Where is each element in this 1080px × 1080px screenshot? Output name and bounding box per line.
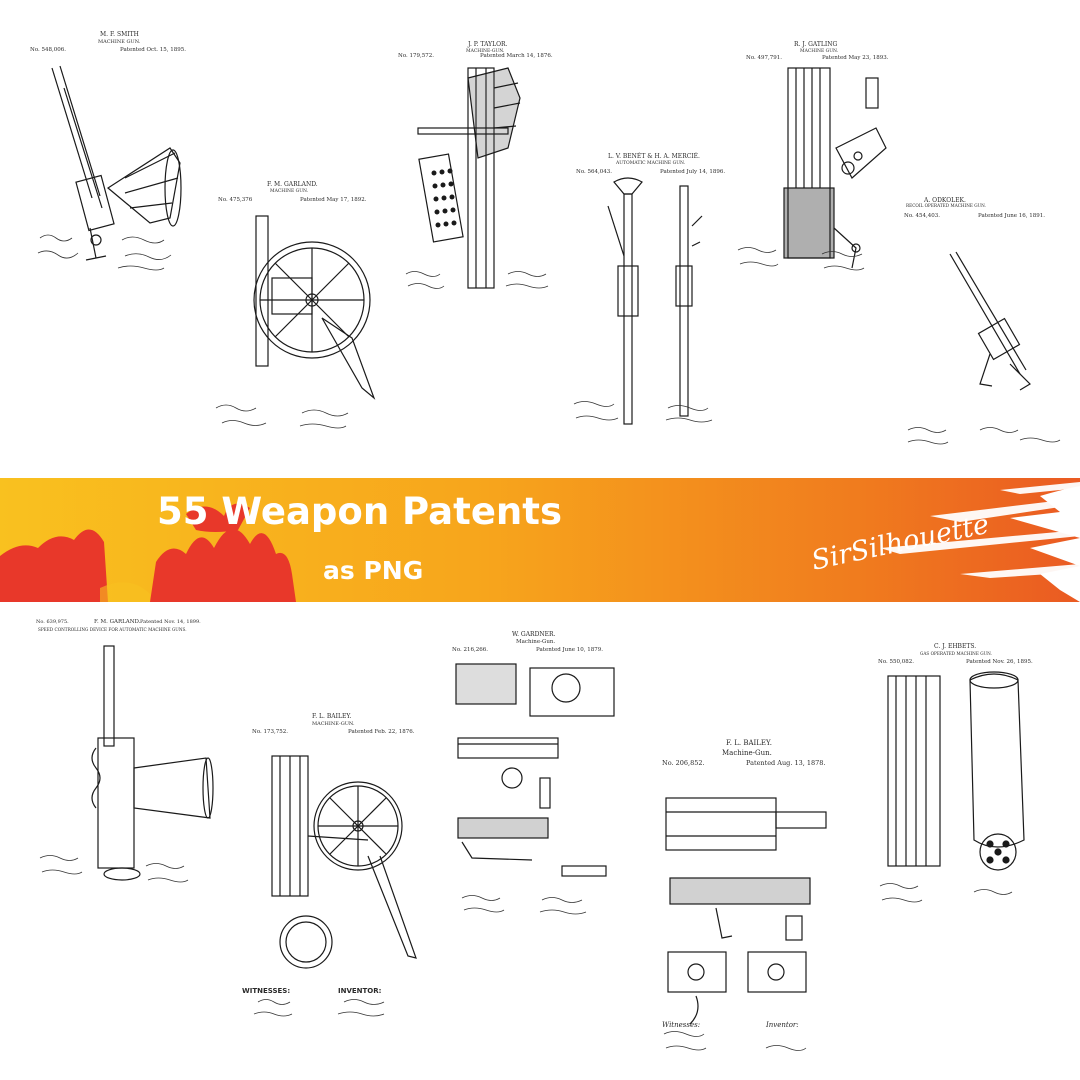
patent-title: Machine-Gun. xyxy=(516,639,556,645)
patent-title: MACHINE GUN. xyxy=(98,39,141,45)
patent-name: F. M. GARLAND. xyxy=(94,619,141,625)
patent-title: GAS OPERATED MACHINE GUN. xyxy=(920,651,992,656)
patent-title: MACHINE GUN. xyxy=(270,189,309,194)
patent-title: MACHINE-GUN. xyxy=(312,721,355,727)
patent-date: Patented Feb. 22, 1876. xyxy=(348,729,415,735)
patent-date: Patented Nov. 14, 1899. xyxy=(140,619,201,625)
witnesses-label: WITNESSES: xyxy=(242,987,291,995)
patent-number: No. 497,791. xyxy=(746,55,783,61)
patent-number: No. 206,852. xyxy=(662,759,705,767)
patent-name: A. ODKOLEK. xyxy=(924,197,966,204)
inventor-label: Inventor: xyxy=(766,1021,799,1029)
patent-name: L. V. BENÉT & H. A. MERCIÉ. xyxy=(608,153,700,160)
patent-sheet-garland-1892: F. M. GARLAND. MACHINE GUN. No. 475,376 … xyxy=(212,178,392,438)
patent-number: No. 564,043. xyxy=(576,169,613,175)
patent-date: Patented March 14, 1876. xyxy=(480,53,553,59)
patent-sheet-garland-1899: F. M. GARLAND. No. 639,975. Patented Nov… xyxy=(36,618,216,908)
patent-title: SPEED CONTROLLING DEVICE FOR AUTOMATIC M… xyxy=(38,627,187,632)
patent-sheet-gardner: W. GARDNER. Machine-Gun. No. 216,266. Pa… xyxy=(442,628,632,928)
gas-gun-drawing xyxy=(879,671,1025,903)
patent-title: RECOIL OPERATED MACHINE GUN. xyxy=(906,203,986,208)
patent-sheet-smith: M. F. SMITH MACHINE GUN. No. 548,006. Pa… xyxy=(30,28,210,288)
patent-number: No. 548,006. xyxy=(30,47,67,53)
patent-name: W. GARDNER. xyxy=(512,631,556,638)
patent-sheet-bailey-1876: F. L. BAILEY. MACHINE-GUN. No. 173,752. … xyxy=(238,706,438,1026)
patent-sheet-ehbets: C. J. EHBETS. GAS OPERATED MACHINE GUN. … xyxy=(874,640,1050,920)
patent-sheet-gatling: R. J. GATLING MACHINE GUN. No. 497,791. … xyxy=(736,38,900,298)
inventor-label: INVENTOR: xyxy=(338,987,382,995)
machine-gun-drawing xyxy=(37,65,182,271)
gun-assembly-drawing xyxy=(663,797,827,1051)
mechanism-drawing xyxy=(455,663,615,915)
recoil-gun-drawing xyxy=(907,251,1061,445)
patent-date: Patented June 10, 1879. xyxy=(536,647,604,653)
patent-date: Patented May 17, 1892. xyxy=(300,197,367,203)
patent-date: Patented Oct. 15, 1895. xyxy=(120,47,187,53)
barrel-cluster-drawing xyxy=(253,755,417,1017)
patent-date: Patented May 23, 1893. xyxy=(822,55,889,61)
patent-number: No. 550,082. xyxy=(878,659,915,665)
speed-device-drawing xyxy=(39,645,214,883)
patent-number: No. 216,266. xyxy=(452,647,489,653)
patent-number: No. 454,403. xyxy=(904,213,941,219)
patent-name: R. J. GATLING xyxy=(794,41,838,48)
patent-sheet-odkolek: A. ODKOLEK. RECOIL OPERATED MACHINE GUN.… xyxy=(900,194,1070,454)
patent-number: No. 173,752. xyxy=(252,729,289,735)
banner-title: 55 Weapon Patents xyxy=(157,490,562,533)
patent-date: Patented June 16, 1891. xyxy=(978,213,1046,219)
patent-name: F. M. GARLAND. xyxy=(267,181,318,188)
patent-number: No. 475,376 xyxy=(218,197,253,203)
patent-title: MACHINE-GUN. xyxy=(466,49,505,54)
patent-date: Patented Aug. 13, 1878. xyxy=(746,759,826,767)
tripod-gun-drawing xyxy=(573,177,713,425)
banner-subtitle: as PNG xyxy=(323,556,424,585)
patent-title: MACHINE GUN. xyxy=(800,49,839,54)
gatling-drawing xyxy=(737,67,887,271)
patent-name: F. L. BAILEY. xyxy=(726,739,772,747)
patent-number: No. 179,572. xyxy=(398,53,435,59)
gun-feed-drawing xyxy=(405,67,549,289)
patent-date: Patented Nov. 26, 1895. xyxy=(966,659,1033,665)
patent-sheet-benet-mercie: L. V. BENÉT & H. A. MERCIÉ. AUTOMATIC MA… xyxy=(568,146,738,436)
patent-name: J. P. TAYLOR. xyxy=(468,41,508,48)
patent-date: Patented July 14, 1896. xyxy=(660,169,726,175)
patent-sheet-taylor: J. P. TAYLOR. MACHINE-GUN. No. 179,572. … xyxy=(398,38,568,298)
patent-name: M. F. SMITH xyxy=(100,31,139,38)
promo-banner xyxy=(0,478,1080,602)
wheeled-gun-drawing xyxy=(215,215,376,429)
witnesses-label: Witnesses: xyxy=(662,1021,701,1029)
patent-title: AUTOMATIC MACHINE GUN. xyxy=(616,161,686,166)
patent-sheet-bailey-1878: F. L. BAILEY. Machine-Gun. No. 206,852. … xyxy=(656,738,856,1068)
patent-name: C. J. EHBETS. xyxy=(934,643,977,650)
patent-name: F. L. BAILEY. xyxy=(312,713,352,720)
patent-number: No. 639,975. xyxy=(36,619,69,625)
patent-title: Machine-Gun. xyxy=(722,749,772,757)
